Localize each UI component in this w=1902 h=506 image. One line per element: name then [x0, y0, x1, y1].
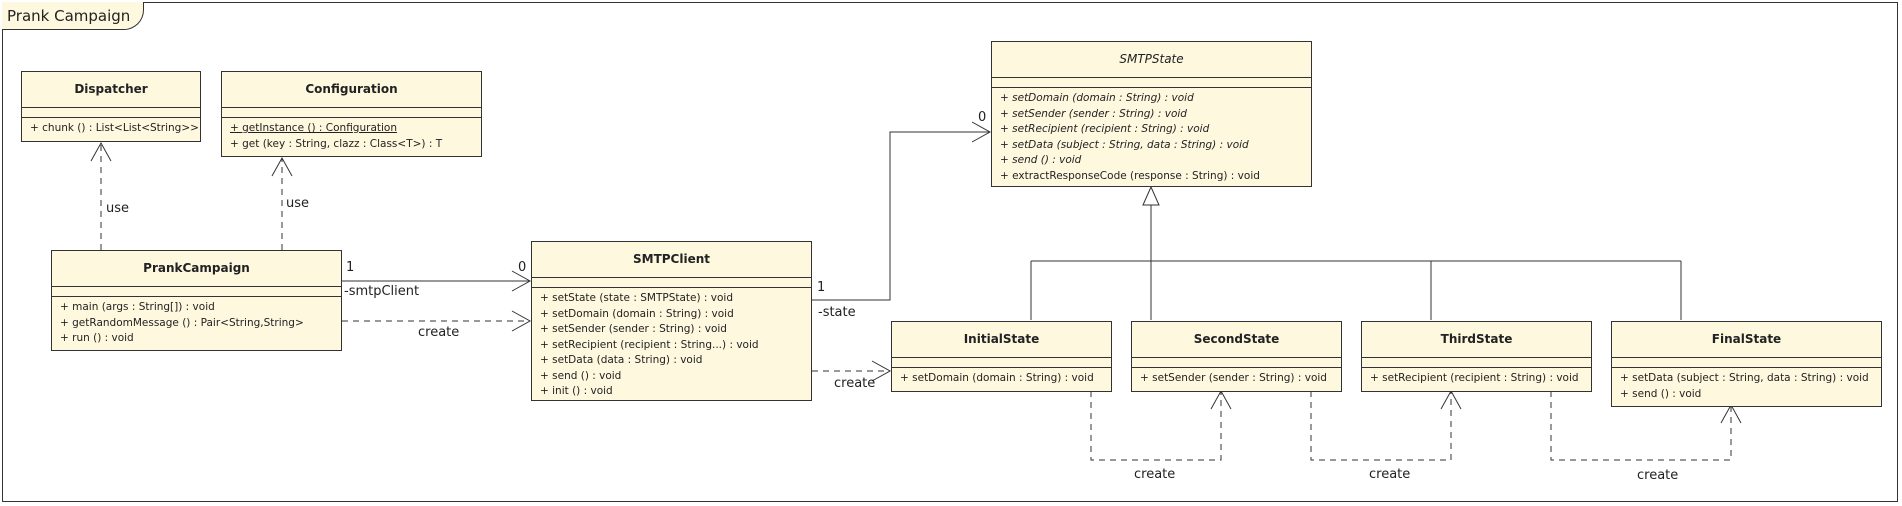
class-name: PrankCampaign — [52, 251, 341, 287]
class-final-state[interactable]: FinalState + setData (subject : String, … — [1611, 321, 1882, 407]
class-configuration[interactable]: Configuration + getInstance () : Configu… — [221, 71, 482, 157]
generalization-tree — [1030, 185, 1682, 320]
operations-compartment: + setRecipient (recipient : String) : vo… — [1362, 368, 1591, 387]
operation: + setDomain (domain : String) : void — [900, 372, 1094, 384]
class-name: Dispatcher — [22, 72, 200, 108]
abstract-operation: + setDomain (domain : String) : void — [1000, 92, 1194, 104]
multiplicity-client-state-end: 1 — [817, 280, 826, 295]
role-state: -state — [818, 305, 856, 320]
operations-compartment: + setDomain (domain : String) : void — [892, 368, 1111, 387]
operation: + getRandomMessage () : Pair<String,Stri… — [60, 316, 304, 329]
attributes-compartment — [52, 287, 341, 297]
attributes-compartment — [892, 358, 1111, 368]
abstract-operation: + setData (subject : String, data : Stri… — [1000, 138, 1249, 151]
static-operation-text: + getInstance () : Configuration — [230, 122, 397, 134]
class-third-state[interactable]: ThirdState + setRecipient (recipient : S… — [1361, 321, 1592, 392]
dependency-use-dispatcher — [90, 141, 112, 250]
operation: + send () : void — [540, 369, 622, 382]
dependency-use-configuration — [271, 156, 293, 250]
abstract-operation: + setRecipient (recipient : String) : vo… — [1000, 123, 1210, 135]
operation: + init () : void — [540, 385, 613, 397]
class-name: Configuration — [222, 72, 481, 108]
operation: + main (args : String[]) : void — [60, 301, 215, 313]
class-name: InitialState — [892, 322, 1111, 358]
attributes-compartment — [1132, 358, 1341, 368]
operations-compartment: + setState (state : SMTPState) : void + … — [532, 288, 811, 400]
operation: + setState (state : SMTPState) : void — [540, 292, 734, 304]
use-label-dispatcher: use — [106, 201, 130, 216]
frame-title: Prank Campaign — [2, 2, 144, 30]
attributes-compartment — [532, 278, 811, 288]
class-name: SMTPState — [992, 42, 1311, 78]
attributes-compartment — [222, 108, 481, 118]
abstract-operation: + send () : void — [1000, 154, 1082, 166]
operations-compartment: + getInstance () : Configuration + get (… — [222, 118, 481, 152]
operations-compartment: + setDomain (domain : String) : void + s… — [992, 88, 1311, 184]
class-name: FinalState — [1612, 322, 1881, 358]
attributes-compartment — [1612, 358, 1881, 368]
operation: + setSender (sender : String) : void — [1140, 372, 1327, 384]
class-name: SMTPClient — [532, 242, 811, 278]
operation-static: + getInstance () : Configuration — [230, 121, 473, 137]
create-label-initial-state: create — [834, 376, 876, 391]
operations-compartment: + setData (subject : String, data : Stri… — [1612, 368, 1881, 402]
class-dispatcher[interactable]: Dispatcher + chunk () : List<List<String… — [21, 71, 201, 142]
class-name: ThirdState — [1362, 322, 1591, 358]
abstract-operation: + setSender (sender : String) : void — [1000, 107, 1187, 120]
use-label-configuration: use — [286, 196, 310, 211]
dependency-create-initial-state — [812, 360, 892, 382]
multiplicity-state-end: 0 — [978, 110, 987, 125]
attributes-compartment — [992, 78, 1311, 88]
create-label-final-state: create — [1637, 468, 1679, 483]
operation: + send () : void — [1620, 387, 1702, 400]
operation: + chunk () : List<List<String>> — [30, 122, 199, 134]
role-smtp-client: -smtpClient — [344, 284, 420, 299]
operation: + setDomain (domain : String) : void — [540, 307, 734, 320]
association-smtp-client — [342, 270, 532, 292]
dependency-create-second-state — [1090, 389, 1232, 461]
operation: + setData (data : String) : void — [540, 354, 703, 366]
operations-compartment: + main (args : String[]) : void + getRan… — [52, 297, 341, 347]
dependency-create-smtp-client — [342, 310, 532, 332]
class-second-state[interactable]: SecondState + setSender (sender : String… — [1131, 321, 1342, 392]
operations-compartment: + setSender (sender : String) : void — [1132, 368, 1341, 387]
operations-compartment: + chunk () : List<List<String>> — [22, 118, 200, 137]
create-label-second-state: create — [1134, 467, 1176, 482]
association-state — [812, 121, 992, 301]
class-smtp-client[interactable]: SMTPClient + setState (state : SMTPState… — [531, 241, 812, 401]
create-label-third-state: create — [1369, 467, 1411, 482]
class-smtp-state[interactable]: SMTPState + setDomain (domain : String) … — [991, 41, 1312, 187]
operation: + setData (subject : String, data : Stri… — [1620, 372, 1869, 384]
operation: + setSender (sender : String) : void — [540, 323, 727, 335]
operation: + get (key : String, clazz : Class<T>) :… — [230, 137, 443, 150]
attributes-compartment — [1362, 358, 1591, 368]
class-initial-state[interactable]: InitialState + setDomain (domain : Strin… — [891, 321, 1112, 392]
multiplicity-prank-end: 1 — [346, 260, 355, 275]
create-label-smtp-client: create — [418, 325, 460, 340]
dependency-create-third-state — [1310, 389, 1462, 461]
operation: + run () : void — [60, 332, 134, 344]
class-prank-campaign[interactable]: PrankCampaign + main (args : String[]) :… — [51, 250, 342, 351]
attributes-compartment — [22, 108, 200, 118]
class-name: SecondState — [1132, 322, 1341, 358]
multiplicity-client-end: 0 — [518, 260, 527, 275]
operation: + setRecipient (recipient : String) : vo… — [1370, 372, 1579, 384]
operation: + extractResponseCode (response : String… — [1000, 169, 1260, 182]
operation: + setRecipient (recipient : String...) :… — [540, 338, 759, 351]
